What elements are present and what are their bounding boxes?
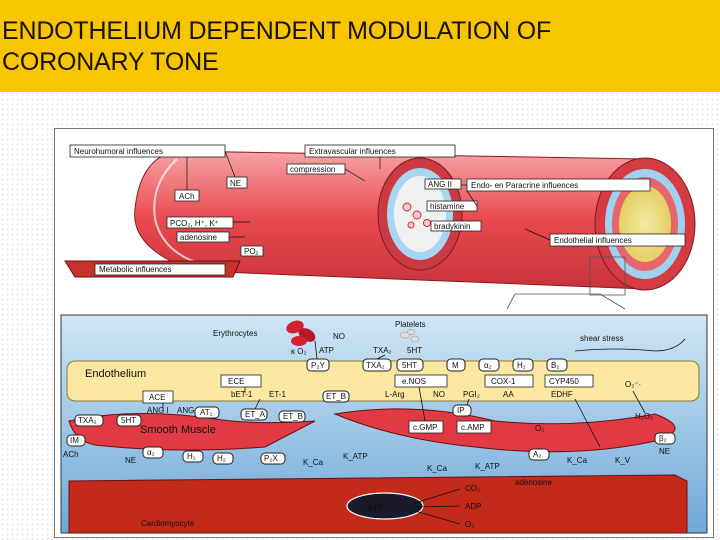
etb-smooth-receptor: ET_B <box>283 412 303 421</box>
p2y-receptor: P₂Y <box>311 361 325 370</box>
camp-box: c.AMP <box>461 423 485 432</box>
adenosine-cardio-label: adenosine <box>515 478 552 487</box>
title-bar: ENDOTHELIUM DEPENDENT MODULATION OF CORO… <box>0 0 720 92</box>
atp-label: ATP <box>319 346 334 355</box>
katp-right-label: K_ATP <box>475 462 500 471</box>
atp-organelle-label: ATP <box>367 503 384 513</box>
a2-smooth-receptor: α₂ <box>147 448 155 457</box>
im-receptor: IM <box>70 436 79 445</box>
kca-right-label: K_Ca <box>427 464 448 473</box>
txa2-smooth-receptor: TXA₂ <box>78 416 97 425</box>
ne-label: NE <box>230 179 241 188</box>
txa2-receptor: TXA₂ <box>366 361 385 370</box>
neurohumoral-label: Neurohumoral influences <box>74 147 163 156</box>
aa-label: AA <box>503 390 514 399</box>
bradykinin-label: bradykinin <box>434 222 470 231</box>
cyp450-box: CYP450 <box>549 377 579 386</box>
metabolic-influences-label: Metabolic influences <box>99 265 171 274</box>
extravascular-label: Extravascular influences <box>309 147 396 156</box>
vessel-illustration: Neurohumoral influences Extravascular in… <box>65 145 695 309</box>
b2-smooth-receptor: β₂ <box>659 434 667 443</box>
o2-label: O₂ <box>535 424 544 433</box>
h1-receptor: H₁ <box>517 361 526 370</box>
cox1-box: COX-1 <box>491 377 516 386</box>
atp-organelle <box>347 493 423 519</box>
ach-label: ACh <box>179 192 195 201</box>
endo-paracrine-label: Endo- en Paracrine influences <box>471 181 578 190</box>
coronary-tone-figure: Neurohumoral influences Extravascular in… <box>54 128 714 538</box>
kca-label: K_Ca <box>303 458 324 467</box>
adenosine-label: adenosine <box>180 233 217 242</box>
kca-third-label: K_Ca <box>567 456 588 465</box>
larg-label: L-Arg <box>385 390 405 399</box>
ip-receptor: IP <box>457 406 465 415</box>
ko2-label: κ O₂ <box>291 347 307 356</box>
etb-receptor: ET_B <box>326 392 346 401</box>
cgmp-box: c.GMP <box>413 423 437 432</box>
5ht-smooth-receptor: 5HT <box>121 416 136 425</box>
o2-cardio-label: O₂ <box>465 520 474 529</box>
h2o2-label: H₂O₂ <box>635 412 653 421</box>
erythrocytes-label: Erythrocytes <box>213 329 257 338</box>
katp-label: K_ATP <box>343 452 368 461</box>
a2-adenosine-receptor: A₂ <box>533 450 541 459</box>
endothelium-label: Endothelium <box>85 368 146 380</box>
a2-receptor: α₂ <box>484 361 492 370</box>
co2-label: CO₂ <box>465 484 480 493</box>
ece-box: ECE <box>228 377 244 386</box>
kv-label: K_V <box>615 456 631 465</box>
ne-right-label: NE <box>659 447 670 456</box>
vessel-lumen <box>619 186 671 262</box>
o2-radical-label: O₂⁻· <box>625 380 641 389</box>
smooth-muscle-label: Smooth Muscle <box>140 424 216 436</box>
cardiomyocyte-label: Cardiomyocyte <box>141 519 195 528</box>
compression-label: compression <box>290 165 335 174</box>
pgi2-label: PGI₂ <box>463 390 480 399</box>
b2-receptor: B₂ <box>551 361 559 370</box>
edhf-label: EDHF <box>551 390 573 399</box>
bet1-label: bET-1 <box>231 390 253 399</box>
shear-stress-label: shear stress <box>580 334 624 343</box>
ne-smooth-label: NE <box>125 456 136 465</box>
et1-label: ET-1 <box>269 390 286 399</box>
p2x-receptor: P₂X <box>264 454 278 463</box>
slide-title: ENDOTHELIUM DEPENDENT MODULATION OF CORO… <box>2 16 551 78</box>
title-line-2: CORONARY TONE <box>2 47 551 78</box>
ach-smooth-label: ACh <box>63 450 79 459</box>
eta-receptor: ET_A <box>245 410 266 419</box>
ang2-label: ANG II <box>428 180 452 189</box>
no-label: NO <box>333 332 345 341</box>
h1-smooth-receptor: H₁ <box>187 452 196 461</box>
no-endothelial-label: NO <box>433 390 445 399</box>
title-line-1: ENDOTHELIUM DEPENDENT MODULATION OF <box>2 16 551 47</box>
pco2-label: PCO₂, H⁺, K⁺ <box>170 219 219 228</box>
5ht-label: 5HT <box>407 346 422 355</box>
h2-receptor: H₂ <box>217 454 226 463</box>
endothelium-panel: Erythrocytes NO κ O₂ ATP Platelets TXA₂ … <box>61 315 707 533</box>
enos-box: e.NOS <box>402 377 426 386</box>
po2-label: PO₂ <box>244 247 259 256</box>
m-receptor: M <box>452 361 459 370</box>
at1-receptor: AT₁ <box>200 408 213 417</box>
5ht-receptor: 5HT <box>402 361 417 370</box>
ace-box: ACE <box>149 393 165 402</box>
figure-svg: Neurohumoral influences Extravascular in… <box>55 129 713 537</box>
txa2-label: TXA₂ <box>373 346 392 355</box>
histamine-label: histamine <box>430 202 465 211</box>
endothelial-influences-label: Endothelial influences <box>554 236 632 245</box>
adp-label: ADP <box>465 502 481 511</box>
platelets-label: Platelets <box>395 320 426 329</box>
